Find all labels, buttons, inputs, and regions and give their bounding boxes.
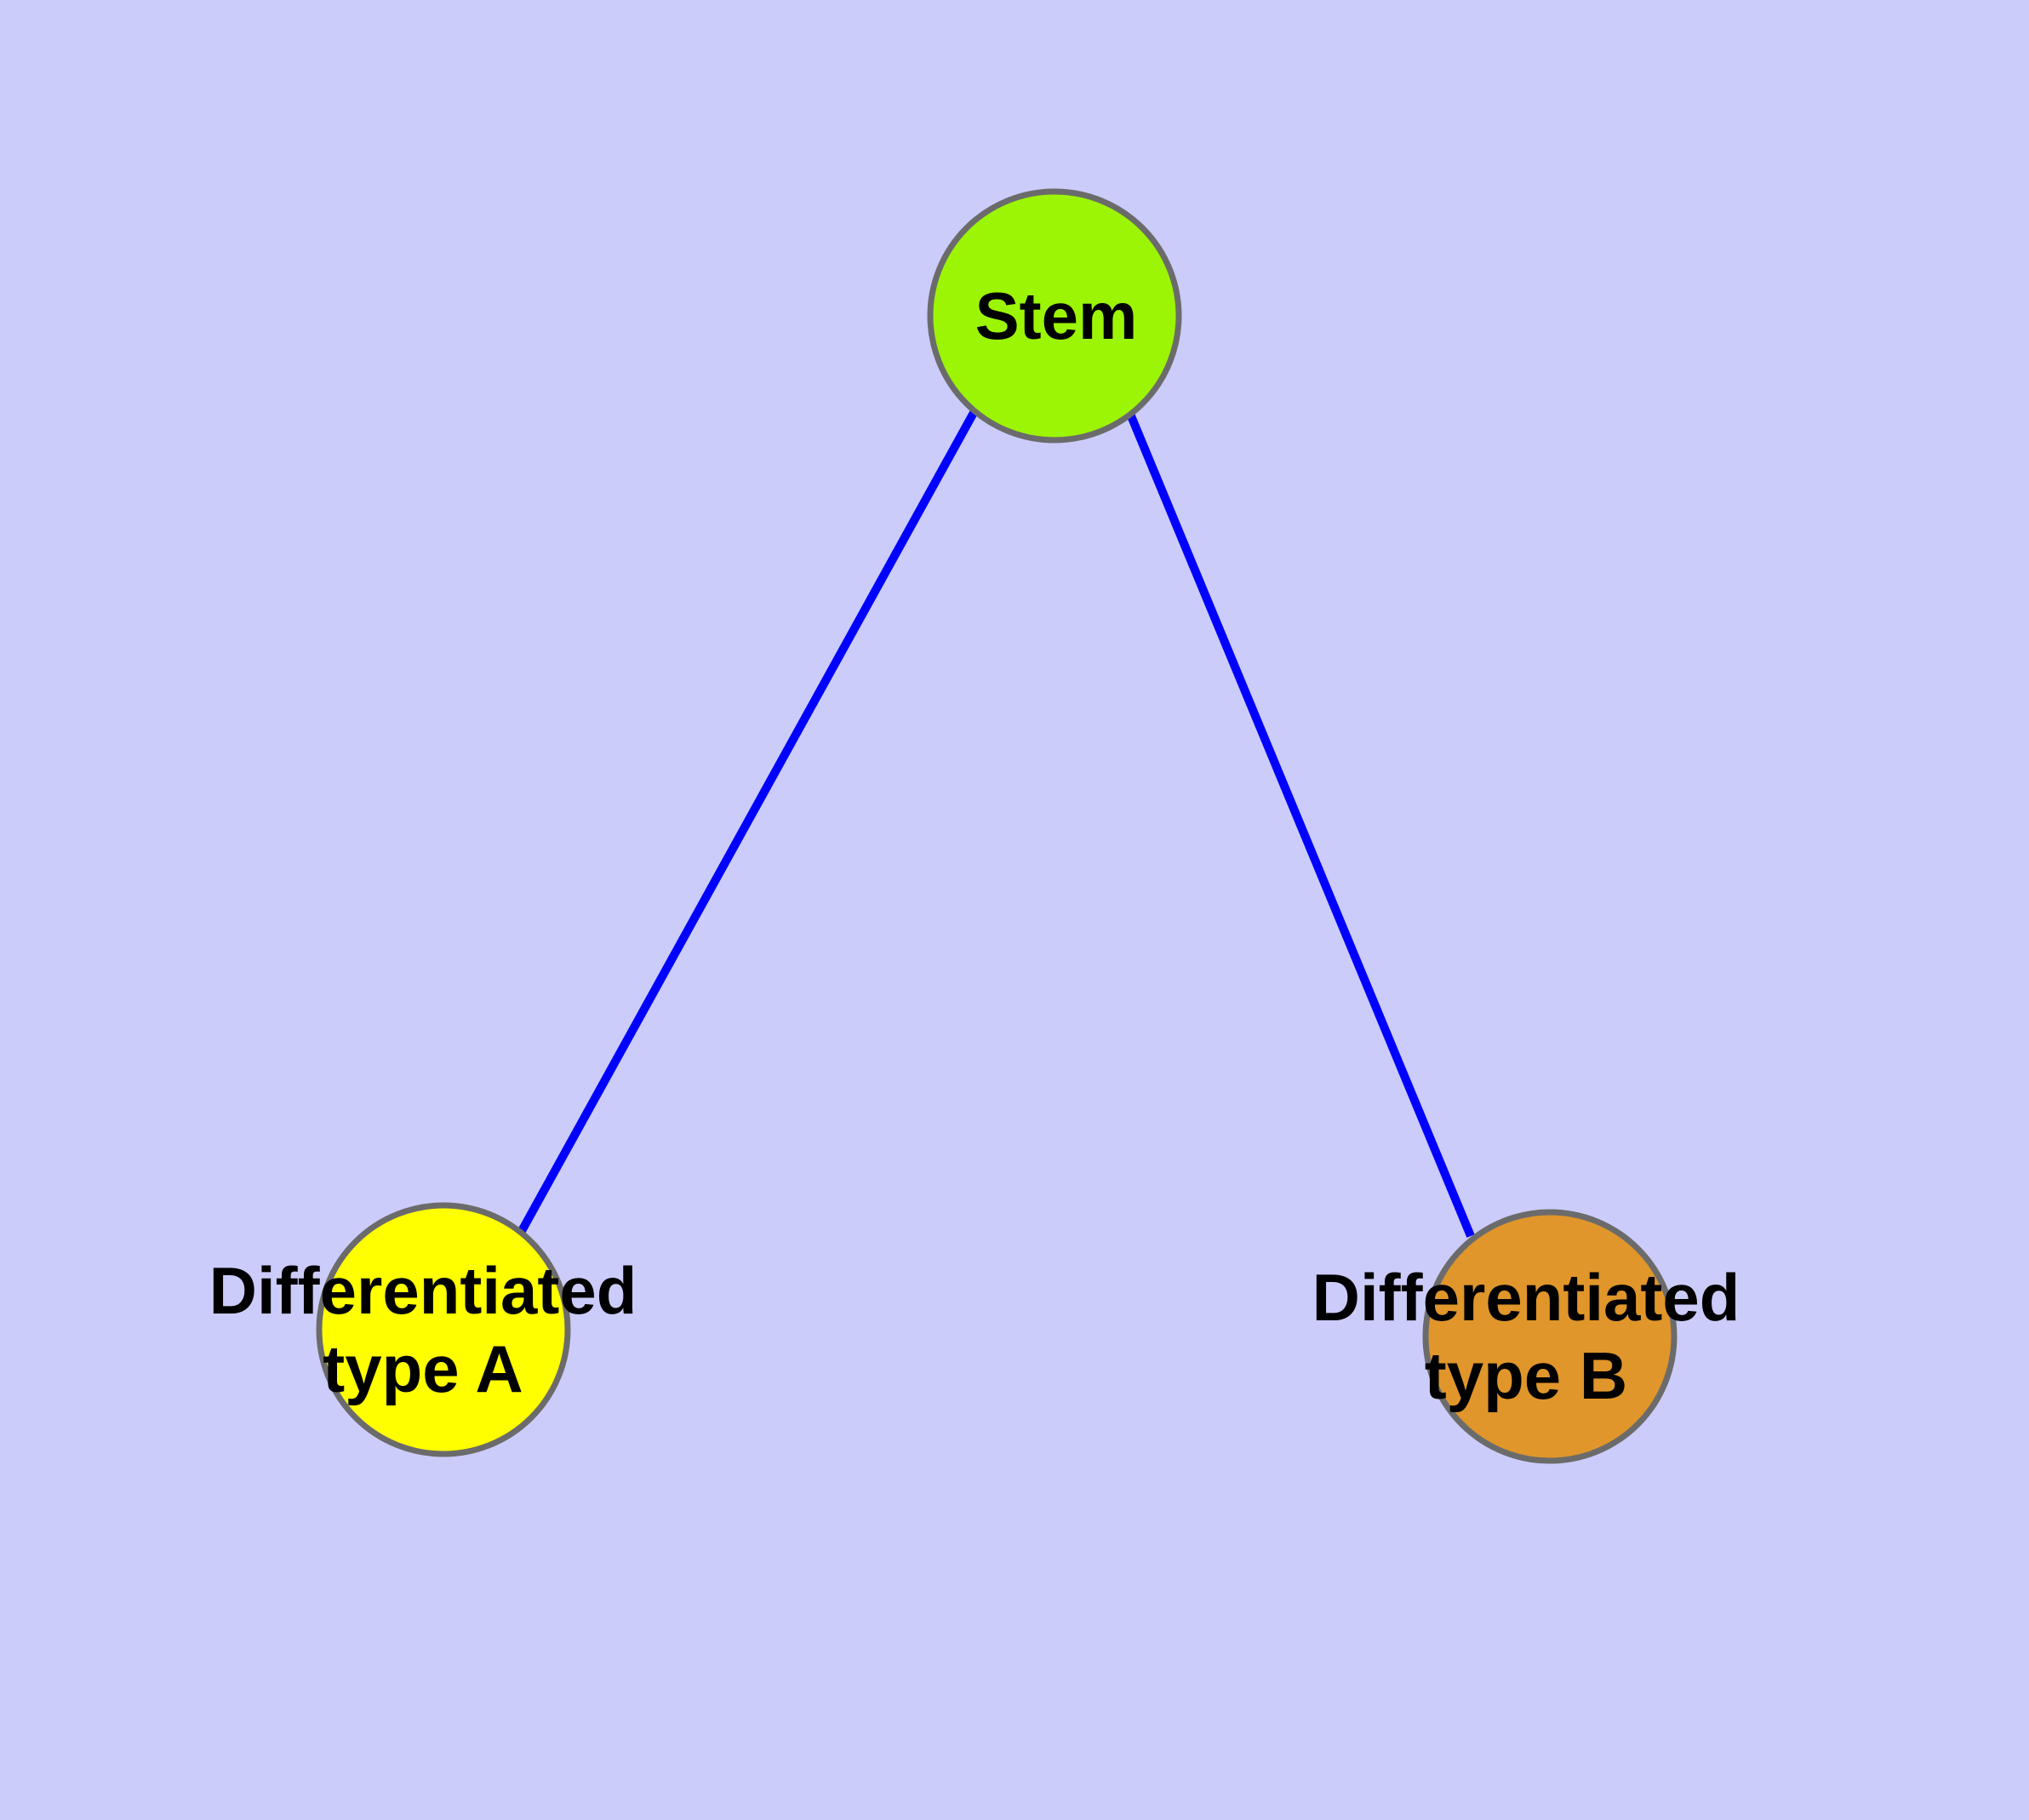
graph-edge-stem-to-diff-a bbox=[517, 409, 979, 1233]
graph-node-diff-a[interactable] bbox=[316, 1202, 571, 1457]
graph-node-diff-b[interactable] bbox=[1422, 1209, 1677, 1464]
graph-edge-stem-to-diff-b bbox=[1123, 406, 1475, 1238]
edges-layer bbox=[517, 406, 1475, 1238]
nodes-layer bbox=[316, 188, 1677, 1464]
graph-node-stem[interactable] bbox=[927, 188, 1182, 444]
